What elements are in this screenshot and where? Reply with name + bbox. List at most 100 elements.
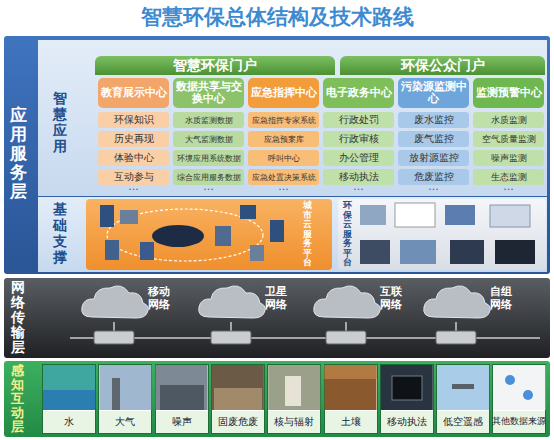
photo-radiation (285, 376, 301, 406)
router-icon (211, 331, 251, 344)
node-text: 应急指挥专家系统 (248, 112, 319, 128)
cloud-shape (199, 286, 266, 318)
portal-banner: 环保公众门户 (340, 56, 545, 75)
photo-drone (452, 384, 474, 389)
sensing-item: 核与辐射 (267, 364, 321, 434)
device-icon (450, 240, 484, 264)
node-text: 空气质量监测 (473, 131, 544, 147)
node-text: 放射源监控 (398, 150, 469, 166)
cloud-shape (314, 286, 381, 318)
network-wire (70, 337, 540, 339)
network-cloud: 卫星网络 (195, 281, 295, 323)
panel: 智慧应用智慧环保门户环保公众门户教育展示中心环保知识历史再现体验中心互动参与数据… (38, 40, 547, 196)
layer-band: 应用服务层智慧应用智慧环保门户环保公众门户教育展示中心环保知识历史再现体验中心互… (4, 36, 550, 274)
server-icon (140, 242, 154, 260)
node-text: 水质监测数据 (173, 112, 244, 128)
center-header: 电子政务中心 (323, 78, 394, 108)
network-cloud: 互联网络 (310, 281, 410, 323)
node-text: 电子政务中心 (323, 78, 394, 108)
photo-water (43, 365, 95, 410)
node-text: 基础支撑 (52, 201, 68, 265)
node-text: 水质监测 (473, 112, 544, 128)
sensing-item: 固废危废 (211, 364, 265, 434)
cloud-shape (82, 286, 149, 318)
router-icon (436, 331, 476, 344)
node-text: 办公管理 (323, 150, 394, 166)
router-icon (326, 331, 366, 344)
node-text: 应用服务层 (9, 106, 27, 201)
node-text: 环保云服务平台 (342, 201, 353, 268)
node-text: 土壤 (325, 411, 377, 433)
node-text: 智慧环保门户 (95, 56, 335, 75)
node-text: 固废危废 (212, 411, 264, 433)
ellipsis-label: ... (398, 181, 469, 193)
node-text: 教育展示中心 (98, 78, 169, 108)
device-icon (360, 205, 386, 225)
server-icon (250, 245, 264, 261)
ellipsis-label: ... (323, 181, 394, 193)
center-header: 监测预警中心 (473, 78, 544, 108)
function-item: 行政审核 (323, 131, 394, 147)
cloud-platform: 环保云服务平台 (338, 199, 546, 270)
photo-noise (160, 385, 204, 410)
node-text: 网络传输层 (10, 280, 26, 355)
node-text: 其他数据来源 (493, 411, 545, 433)
network-wire (455, 322, 457, 331)
node-text: 呼叫中心 (248, 150, 319, 166)
sensing-item: 水 (42, 364, 96, 434)
photo-waste (214, 388, 262, 410)
function-item: 呼叫中心 (248, 150, 319, 166)
node-text: 环保知识 (98, 112, 169, 128)
node-text: 数据共享与交换中心 (173, 78, 244, 108)
function-item: 大气监测数据 (173, 131, 244, 147)
node-text: 监测预警中心 (473, 78, 544, 108)
function-item: 噪声监测 (473, 150, 544, 166)
network-wire (345, 322, 347, 331)
function-item: 水质监测数据 (173, 112, 244, 128)
node-text: 低空遥感 (437, 411, 489, 433)
photo-other (505, 375, 515, 385)
device-icon (395, 203, 435, 227)
node-text: 环保公众门户 (340, 56, 545, 75)
node-text: 感知互动层 (10, 364, 25, 434)
layer-band: 网络传输层移动网络卫星网络互联网络自组网络 (4, 278, 550, 358)
server-icon (240, 205, 256, 219)
sensing-item: 大气 (98, 364, 152, 434)
photo-drone (437, 365, 489, 410)
node-text: 噪声 (156, 411, 208, 433)
node-text: 核与辐射 (268, 411, 320, 433)
center-header: 数据共享与交换中心 (173, 78, 244, 108)
sensing-item: 低空遥感 (436, 364, 490, 434)
photo-other (523, 390, 533, 400)
photo-water (43, 390, 95, 410)
photo-air (99, 365, 151, 410)
photo-soil (325, 365, 377, 410)
node-text: 城市云服务平台 (302, 201, 313, 268)
portal-banner: 智慧环保门户 (95, 56, 335, 75)
function-item: 应急指挥专家系统 (248, 112, 319, 128)
node-text: 移动执法 (381, 411, 433, 433)
sensing-item: 噪声 (155, 364, 209, 434)
node-text: 废气监控 (398, 131, 469, 147)
photo-mobile (392, 376, 422, 400)
cloud-platform: 城市云服务平台 (86, 199, 332, 270)
node-text: 智慧应用 (52, 90, 68, 154)
node-text: 历史再现 (98, 131, 169, 147)
node-text: 行政处罚 (323, 112, 394, 128)
node-text: 应急指挥中心 (248, 78, 319, 108)
node-text: 体验中心 (98, 150, 169, 166)
function-item: 应急预案库 (248, 131, 319, 147)
storage-icon (152, 225, 204, 247)
function-item: 环境应用系统数据 (173, 150, 244, 166)
diagram-title: 智慧环保总体结构及技术路线 (0, 3, 554, 31)
function-item: 放射源监控 (398, 150, 469, 166)
network-cloud: 自组网络 (420, 281, 520, 323)
server-icon (270, 220, 284, 242)
function-item: 水质监测 (473, 112, 544, 128)
network-wire (113, 322, 115, 331)
center-header: 教育展示中心 (98, 78, 169, 108)
node-text: 自组网络 (490, 285, 514, 311)
ellipsis-label: ... (98, 181, 169, 193)
sensing-item: 移动执法 (380, 364, 434, 434)
